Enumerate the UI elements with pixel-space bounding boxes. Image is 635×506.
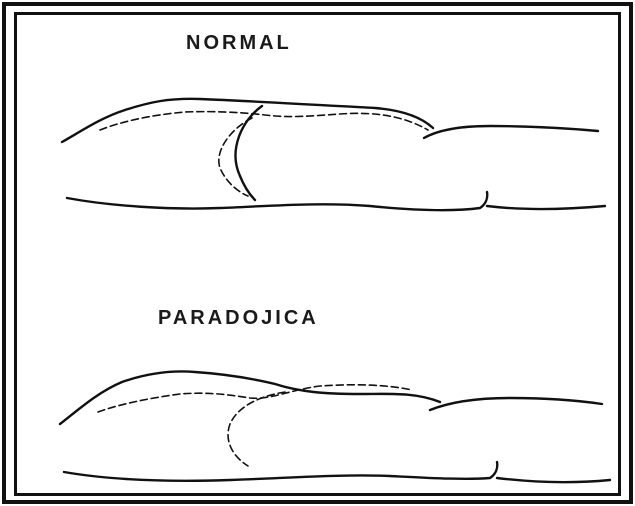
paradoxical-dashed-upper xyxy=(98,385,412,412)
paradoxical-torso-drawing xyxy=(60,371,610,482)
paradoxical-lower-contour xyxy=(64,462,497,481)
normal-abdomen-contour xyxy=(424,126,598,138)
normal-lower-contour xyxy=(67,192,487,210)
paradoxical-lower-contour-right xyxy=(497,478,610,482)
normal-lower-contour-right xyxy=(487,206,605,209)
normal-torso-drawing xyxy=(62,99,605,210)
normal-dashed-upper xyxy=(100,112,428,130)
paradoxical-abdomen-contour xyxy=(430,398,602,410)
paradoxical-dashed-diaphragm xyxy=(228,392,285,466)
